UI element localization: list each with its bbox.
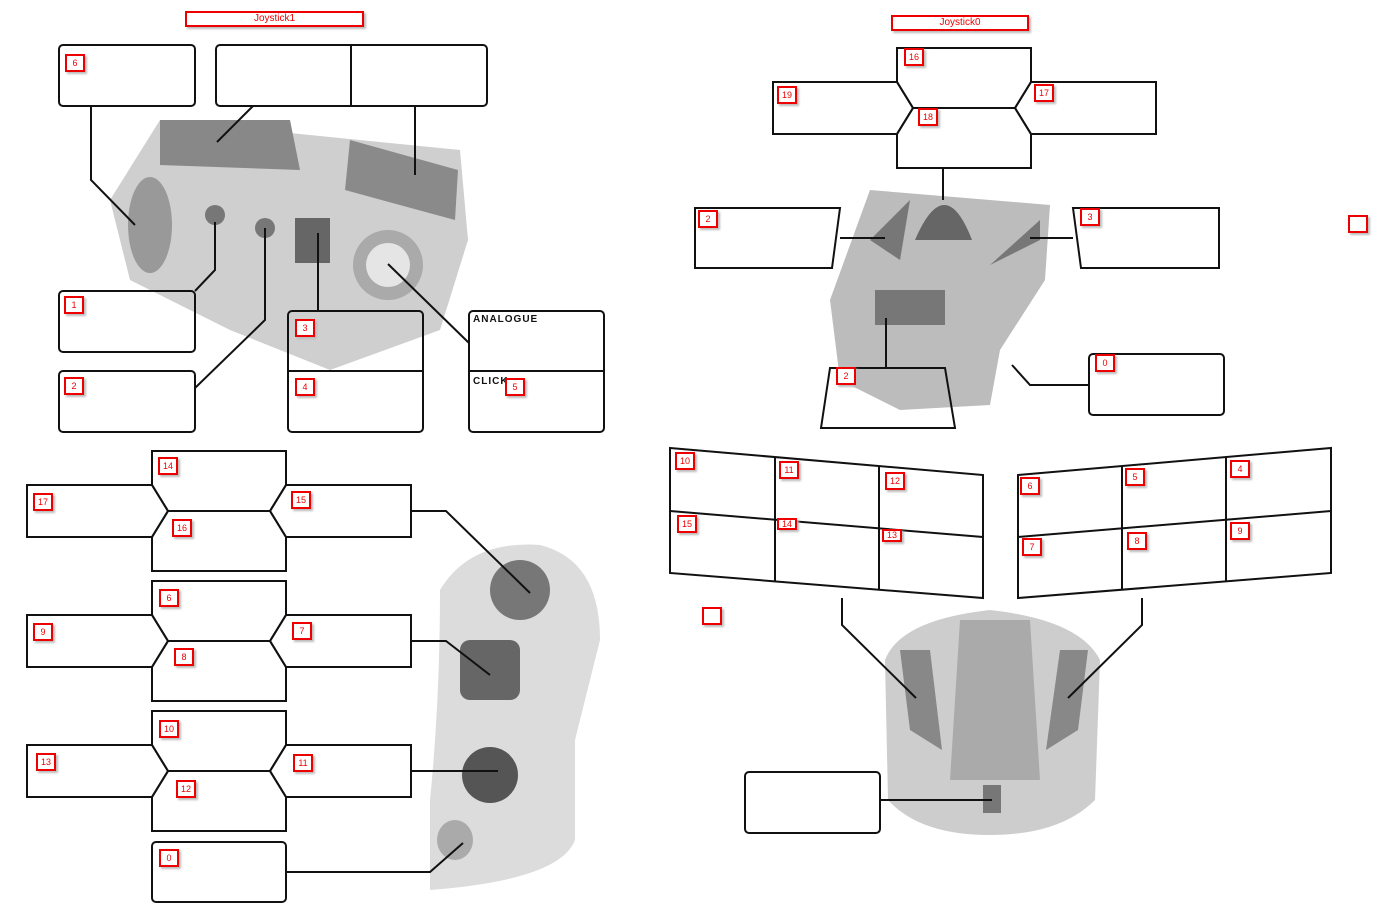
- button-label[interactable]: 0: [159, 849, 179, 867]
- button-label[interactable]: 9: [33, 623, 53, 641]
- hat-direction-box: [1013, 81, 1157, 135]
- hat-direction-box: [151, 640, 287, 702]
- button-label[interactable]: 14: [777, 518, 797, 530]
- stick-device-image: [830, 190, 1050, 410]
- button-label[interactable]: 3: [1080, 208, 1100, 226]
- click-text: CLICK: [473, 376, 509, 387]
- hat-direction-box: [26, 744, 170, 798]
- base-device-image: [885, 610, 1100, 835]
- button-label[interactable]: 15: [291, 491, 311, 509]
- button-label[interactable]: 13: [882, 529, 902, 542]
- hat-switch-boxes: [26, 47, 1157, 832]
- empty-label[interactable]: [702, 607, 722, 625]
- button-label[interactable]: 12: [176, 780, 196, 798]
- button-label[interactable]: 19: [777, 86, 797, 104]
- button-label[interactable]: 13: [36, 753, 56, 771]
- hat-direction-box: [772, 81, 915, 135]
- button-label[interactable]: 12: [885, 472, 905, 490]
- throttle-side-device-image: [430, 544, 600, 890]
- button-label[interactable]: 0: [1095, 354, 1115, 372]
- hat-direction-box: [268, 744, 412, 798]
- button-label[interactable]: 7: [292, 622, 312, 640]
- button-label[interactable]: 7: [1022, 538, 1042, 556]
- button-label[interactable]: 17: [33, 493, 53, 511]
- button-label[interactable]: 2: [836, 367, 856, 385]
- button-label[interactable]: 6: [159, 589, 179, 607]
- button-label[interactable]: 8: [1127, 532, 1147, 550]
- button-label[interactable]: 9: [1230, 522, 1250, 540]
- button-label[interactable]: 4: [295, 378, 315, 396]
- hat-direction-box: [26, 614, 170, 668]
- analogue-text: ANALOGUE: [473, 314, 539, 325]
- empty-label[interactable]: [1348, 215, 1368, 233]
- button-label[interactable]: 16: [904, 48, 924, 66]
- button-label[interactable]: 10: [675, 452, 695, 470]
- button-label[interactable]: 5: [1125, 468, 1145, 486]
- button-label[interactable]: 6: [1020, 477, 1040, 495]
- button-label[interactable]: 17: [1034, 84, 1054, 102]
- button-label[interactable]: 15: [677, 515, 697, 533]
- leader-lines: [90, 105, 1143, 873]
- hat-direction-box: [268, 484, 412, 538]
- throttle-device-image: [110, 120, 468, 370]
- button-label[interactable]: 10: [159, 720, 179, 738]
- button-label[interactable]: 1: [64, 296, 84, 314]
- hat-direction-box: [268, 614, 412, 668]
- button-label[interactable]: 4: [1230, 460, 1250, 478]
- button-label[interactable]: 8: [174, 648, 194, 666]
- button-label[interactable]: 11: [293, 754, 313, 772]
- button-label[interactable]: 3: [295, 319, 315, 337]
- button-label[interactable]: 14: [158, 457, 178, 475]
- button-label[interactable]: 2: [64, 377, 84, 395]
- button-label[interactable]: 16: [172, 519, 192, 537]
- button-label[interactable]: 6: [65, 54, 85, 72]
- hat-direction-box: [151, 770, 287, 832]
- button-label[interactable]: 2: [698, 210, 718, 228]
- joystick0-title: Joystick0: [891, 15, 1029, 31]
- hat-direction-box: [26, 484, 170, 538]
- button-label[interactable]: 11: [779, 461, 799, 479]
- button-label[interactable]: 5: [505, 378, 525, 396]
- joystick1-title: Joystick1: [185, 11, 364, 27]
- button-label[interactable]: 18: [918, 108, 938, 126]
